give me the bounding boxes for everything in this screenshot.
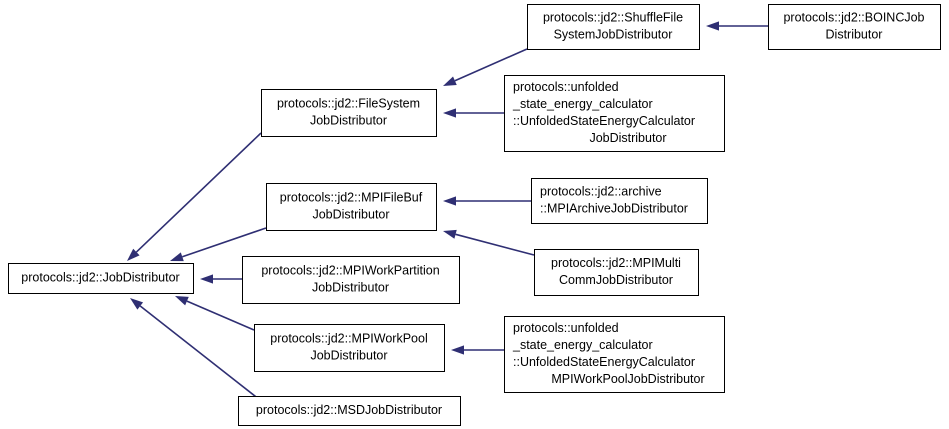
class-node-label-line: ::MPIArchiveJobDistributor [540, 201, 688, 215]
edge-msd-to-jobdistributor [130, 298, 261, 401]
class-node-box[interactable] [504, 75, 725, 152]
edge-arrowhead [443, 196, 456, 206]
edge-mpiworkpartition-to-jobdistributor [200, 274, 242, 284]
edge-line [455, 233, 535, 256]
edge-line [186, 300, 255, 331]
class-node-label-line: protocols::unfolded [513, 80, 619, 94]
class-node-msd[interactable]: protocols::jd2::MSDJobDistributor [238, 396, 461, 426]
class-node-label-line: CommJobDistributor [559, 273, 673, 287]
class-node-label-line: protocols::jd2::BOINCJob [783, 10, 924, 24]
edge-arrowhead [200, 274, 213, 284]
class-node-box[interactable] [531, 178, 708, 224]
edge-arrowhead [443, 229, 457, 239]
class-node-mpimulticomm[interactable]: protocols::jd2::MPIMultiCommJobDistribut… [534, 249, 699, 296]
class-node-mpiarchive[interactable]: protocols::jd2::archive::MPIArchiveJobDi… [531, 178, 708, 224]
class-node-box[interactable] [504, 316, 725, 393]
edge-line [454, 48, 528, 82]
edge-arrowhead [175, 296, 189, 306]
edge-mpiarchive-to-mpifilebuf [443, 196, 531, 206]
edge-arrowhead [443, 76, 457, 86]
edge-arrowhead [443, 108, 456, 118]
edge-boinc-to-shufflefilesystem [706, 21, 768, 31]
class-node-label-line: protocols::jd2::JobDistributor [21, 270, 179, 284]
class-node-label-line: _state_energy_calculator [512, 97, 653, 111]
edge-mpiworkpool-to-jobdistributor [175, 296, 255, 331]
edges-layer [127, 21, 768, 401]
edge-arrowhead [706, 21, 719, 31]
class-node-usec-mpiworkpool[interactable]: protocols::unfolded_state_energy_calcula… [504, 316, 725, 393]
edge-mpifilebuf-to-jobdistributor [170, 227, 267, 262]
class-node-label-line: protocols::jd2::archive [540, 184, 662, 198]
nodes-layer: protocols::jd2::JobDistributorprotocols:… [8, 4, 941, 426]
edge-mpimulticomm-to-mpifilebuf [443, 229, 535, 256]
edge-line [182, 227, 267, 258]
edge-arrowhead [170, 252, 184, 262]
class-node-box[interactable] [238, 396, 461, 426]
class-node-label-line: ::UnfoldedStateEnergyCalculator [513, 114, 695, 128]
class-node-shufflefilesystem[interactable]: protocols::jd2::ShuffleFileSystemJobDist… [527, 4, 700, 50]
class-node-jobdistributor[interactable]: protocols::jd2::JobDistributor [8, 263, 194, 294]
edge-arrowhead [127, 248, 140, 261]
class-node-label-line: protocols::jd2::MPIWorkPool [270, 331, 427, 345]
edge-shufflefilesystem-to-filesystem [443, 48, 528, 86]
class-node-label-line: protocols::jd2::MSDJobDistributor [256, 403, 442, 417]
class-node-label-line: protocols::jd2::MPIWorkPartition [261, 263, 439, 277]
edge-line [139, 305, 261, 401]
class-node-label-line: protocols::jd2::FileSystem [277, 96, 420, 110]
class-node-mpiworkpartition[interactable]: protocols::jd2::MPIWorkPartitionJobDistr… [242, 256, 460, 304]
class-node-label-line: JobDistributor [589, 131, 666, 145]
class-node-box[interactable] [534, 249, 699, 296]
class-node-label-line: protocols::jd2::MPIFileBuf [280, 190, 423, 204]
class-node-label-line: protocols::jd2::ShuffleFile [543, 10, 683, 24]
edge-filesystem-to-jobdistributor [127, 132, 262, 261]
class-node-box[interactable] [254, 324, 445, 372]
class-node-box[interactable] [8, 263, 194, 294]
class-node-label-line: SystemJobDistributor [554, 27, 673, 41]
class-node-label-line: Distributor [826, 27, 883, 41]
class-node-box[interactable] [242, 256, 460, 304]
edge-usec-mpiworkpool-to-mpiworkpool [451, 345, 504, 355]
edge-usec-jd-to-filesystem [443, 108, 504, 118]
class-node-label-line: MPIWorkPoolJobDistributor [551, 372, 704, 386]
class-node-box[interactable] [527, 4, 700, 50]
edge-line [135, 132, 262, 253]
class-node-label-line: JobDistributor [310, 348, 387, 362]
class-node-label-line: JobDistributor [310, 113, 387, 127]
class-node-box[interactable] [261, 89, 437, 137]
edge-arrowhead [130, 298, 144, 310]
class-node-label-line: JobDistributor [312, 280, 389, 294]
edge-arrowhead [451, 345, 464, 355]
class-node-label-line: _state_energy_calculator [512, 338, 653, 352]
class-node-label-line: JobDistributor [312, 207, 389, 221]
class-node-label-line: protocols::unfolded [513, 321, 619, 335]
class-node-box[interactable] [768, 4, 941, 50]
class-node-mpiworkpool[interactable]: protocols::jd2::MPIWorkPoolJobDistributo… [254, 324, 445, 372]
class-node-label-line: ::UnfoldedStateEnergyCalculator [513, 355, 695, 369]
class-node-usec-jd[interactable]: protocols::unfolded_state_energy_calcula… [504, 75, 725, 152]
class-node-box[interactable] [266, 183, 437, 231]
class-node-label-line: protocols::jd2::MPIMulti [551, 256, 681, 270]
